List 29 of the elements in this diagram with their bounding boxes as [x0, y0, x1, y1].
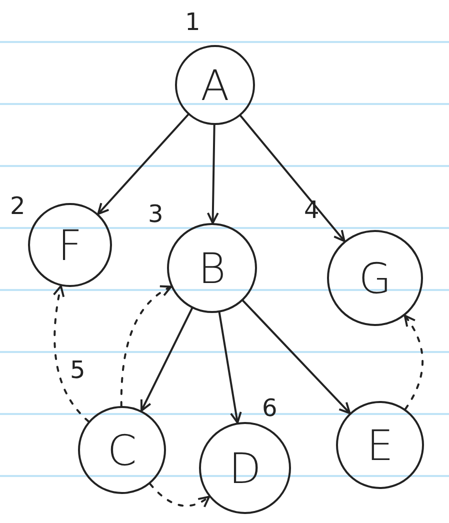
arrow: [240, 114, 346, 242]
arrow: [140, 307, 194, 412]
order-number: 5: [70, 356, 86, 384]
arrow: [242, 300, 351, 414]
node-label: G: [358, 254, 392, 302]
arrow: [97, 114, 190, 215]
node-label: A: [200, 60, 230, 110]
arrow: [53, 285, 90, 422]
arrow: [120, 286, 172, 407]
node-circle: [167, 223, 257, 313]
node-circle: [78, 406, 166, 494]
order-number: 3: [148, 200, 164, 228]
node-circle: [199, 422, 291, 514]
node-circle: [28, 203, 112, 287]
node-label: F: [58, 220, 82, 270]
node-label: D: [228, 444, 262, 492]
node-circle: [175, 45, 255, 125]
order-number: 1: [185, 8, 200, 36]
order-number: 2: [10, 192, 26, 220]
order-number: 6: [262, 394, 278, 422]
arrow: [206, 124, 219, 224]
node-label: C: [107, 426, 137, 474]
node-circle: [336, 401, 424, 489]
arrow: [149, 482, 210, 508]
node-label: B: [198, 244, 226, 292]
node-label: E: [366, 420, 394, 470]
node-circle: [327, 230, 423, 326]
arrow: [404, 314, 424, 410]
arrow: [218, 311, 242, 424]
